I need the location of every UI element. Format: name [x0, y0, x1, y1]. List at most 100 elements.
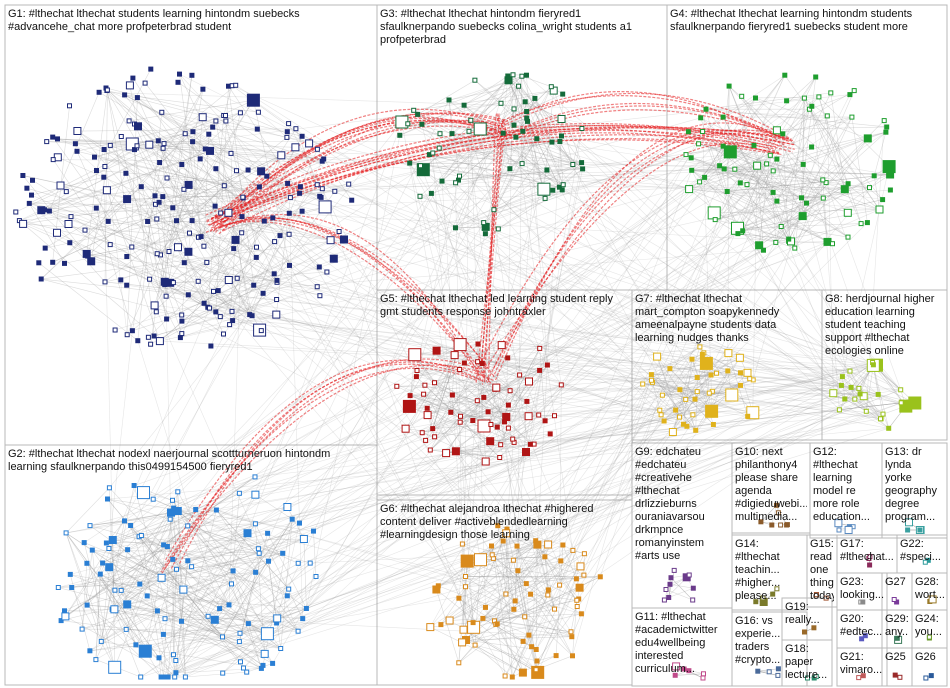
node-g10	[776, 511, 780, 515]
node-g6	[579, 612, 583, 616]
node-g28	[929, 596, 936, 603]
node-g1	[259, 329, 263, 333]
node-g2	[172, 653, 176, 657]
node-g5	[538, 368, 542, 372]
node-g1	[347, 182, 351, 186]
node-g5	[433, 347, 440, 354]
node-g1	[180, 313, 184, 317]
node-g2	[171, 557, 175, 561]
node-g1	[350, 198, 354, 202]
node-g2	[139, 645, 151, 657]
node-g7	[658, 408, 662, 412]
node-g1	[106, 219, 110, 223]
node-g4	[802, 96, 806, 100]
edge	[522, 76, 551, 86]
node-g1	[74, 128, 81, 135]
node-g3	[508, 167, 512, 171]
node-g5	[559, 383, 563, 387]
node-g2	[238, 631, 242, 635]
node-g2	[296, 629, 300, 633]
node-g2	[138, 582, 142, 586]
node-g5	[506, 356, 510, 360]
node-g1	[319, 201, 331, 213]
node-g3	[560, 134, 564, 138]
node-g1	[31, 178, 35, 182]
edge	[185, 672, 246, 677]
node-g1	[229, 151, 233, 155]
node-g6	[511, 558, 515, 562]
node-g7	[715, 371, 719, 375]
node-g1	[25, 186, 29, 190]
node-g1	[65, 221, 72, 228]
node-g1	[272, 272, 276, 276]
node-g1	[155, 252, 159, 256]
node-g10	[785, 523, 789, 527]
node-g2	[296, 561, 300, 565]
node-g5	[478, 420, 490, 432]
edge	[756, 97, 819, 98]
group-pane-g16	[732, 612, 807, 686]
node-g7	[691, 413, 695, 417]
node-g1	[224, 114, 228, 118]
node-g2	[107, 547, 111, 551]
node-g2	[176, 490, 180, 494]
node-g4	[724, 146, 736, 158]
node-g7	[739, 371, 743, 375]
node-g1	[182, 187, 186, 191]
node-g1	[190, 219, 194, 223]
node-g1	[218, 315, 222, 319]
node-g16	[756, 669, 760, 673]
node-g1	[124, 196, 131, 203]
edge-layer	[16, 69, 933, 678]
node-g1	[146, 220, 150, 224]
node-g2	[256, 547, 260, 551]
node-g6	[534, 668, 538, 672]
node-g1	[183, 132, 187, 136]
node-g1	[30, 193, 34, 197]
node-g4	[762, 248, 766, 252]
node-g2	[285, 594, 289, 598]
node-g7	[662, 419, 666, 423]
node-g2	[94, 658, 98, 662]
node-g4	[686, 130, 690, 134]
node-g2	[239, 660, 243, 664]
node-g4	[690, 168, 694, 172]
node-g14	[761, 596, 765, 600]
node-g5	[543, 419, 547, 423]
node-g8	[909, 397, 921, 409]
node-g1	[214, 167, 218, 171]
node-g3	[525, 110, 529, 114]
node-g8	[849, 385, 853, 389]
node-g2	[254, 570, 258, 574]
node-g4	[872, 174, 876, 178]
node-g13	[906, 519, 913, 526]
node-g3	[580, 161, 584, 165]
node-g2	[85, 603, 89, 607]
node-g2	[279, 647, 283, 651]
node-g1	[235, 276, 239, 280]
node-g9	[687, 573, 691, 577]
node-g6	[481, 616, 485, 620]
node-g7	[744, 369, 751, 376]
node-g1	[317, 265, 321, 269]
node-g8	[899, 401, 903, 405]
node-g5	[425, 406, 429, 410]
node-g3	[535, 137, 539, 141]
node-g4	[754, 96, 758, 100]
node-g2	[230, 582, 234, 586]
node-g1	[143, 81, 147, 85]
node-g5	[428, 448, 432, 452]
node-g2	[175, 567, 179, 571]
node-g2	[180, 586, 187, 593]
node-g8	[879, 417, 883, 421]
node-g5	[433, 435, 437, 439]
node-g4	[721, 115, 725, 119]
node-g5	[480, 362, 484, 366]
node-g2	[174, 659, 178, 663]
node-g1	[287, 122, 291, 126]
node-g3	[511, 73, 515, 77]
node-g2	[139, 534, 143, 538]
node-g10	[770, 523, 774, 527]
node-g1	[171, 281, 175, 285]
node-g4	[741, 229, 745, 233]
